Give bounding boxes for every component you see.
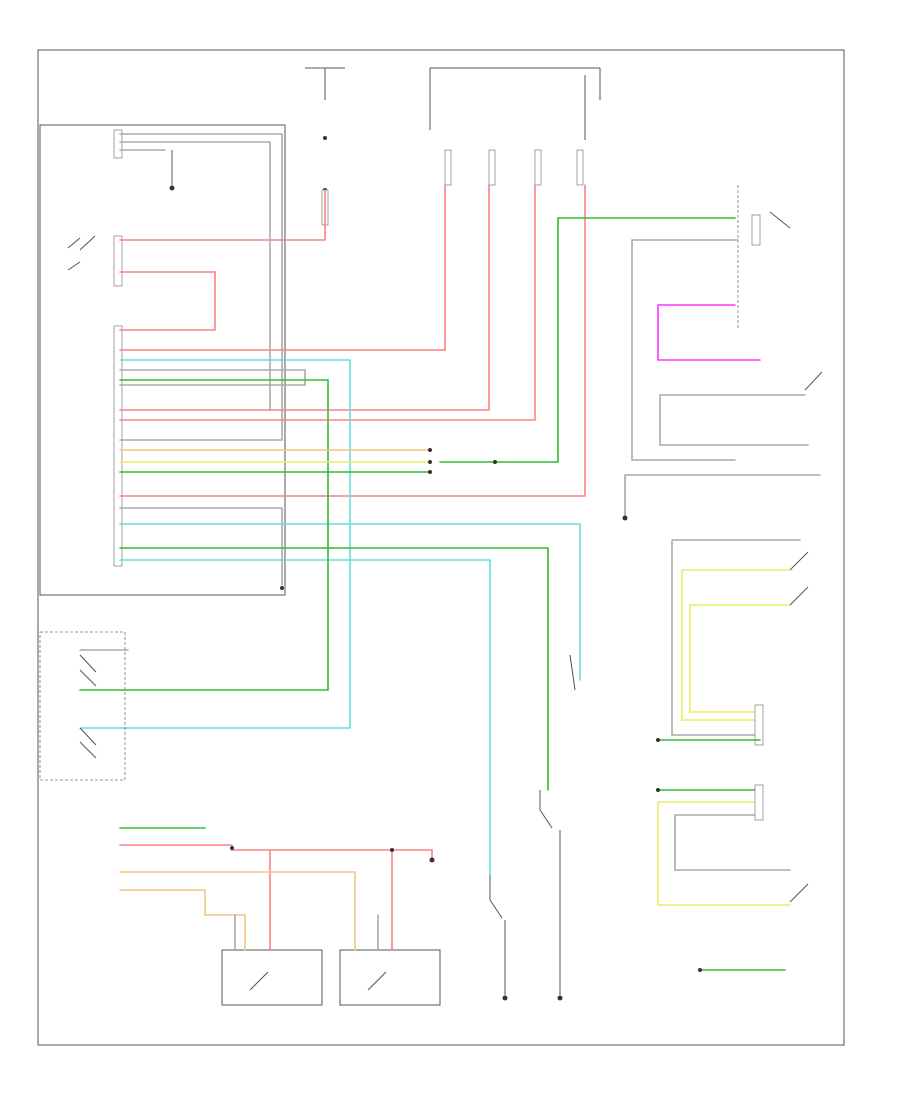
fuse-block-right [429,67,601,140]
switch-icon [769,211,823,391]
passenger-connector [754,784,764,821]
ground-icon [169,150,175,191]
driver-connector [754,704,764,746]
seat-heater-module-right [339,949,441,1006]
wire-right-lower [657,739,791,971]
ground-icon [502,830,563,1001]
wire-gray-group [79,133,306,651]
ground-icon [622,515,628,521]
switch-icon [79,654,97,759]
wire-bottom-left [119,827,433,951]
switch-icon [489,654,576,919]
splice-nodes [280,448,497,590]
fuse-block-left [305,67,345,192]
fuse-icon [321,149,584,226]
switch-icon [249,971,387,991]
seat-heater-module-left [221,949,323,1006]
splice-nodes [656,738,702,972]
right-connector-top [631,185,761,461]
wire-red-group [119,184,586,497]
wire-right-mid [624,394,821,736]
wire-green-group [79,217,736,791]
wire-cyan-group [79,359,581,876]
switch-icon [67,235,96,271]
wire-right-yellow [681,569,791,721]
splice-nodes [230,846,435,863]
diagram-frame [37,49,845,1046]
seat-switch-box [39,631,126,781]
switch-icon [789,551,809,903]
connector-pins-left [113,129,123,567]
